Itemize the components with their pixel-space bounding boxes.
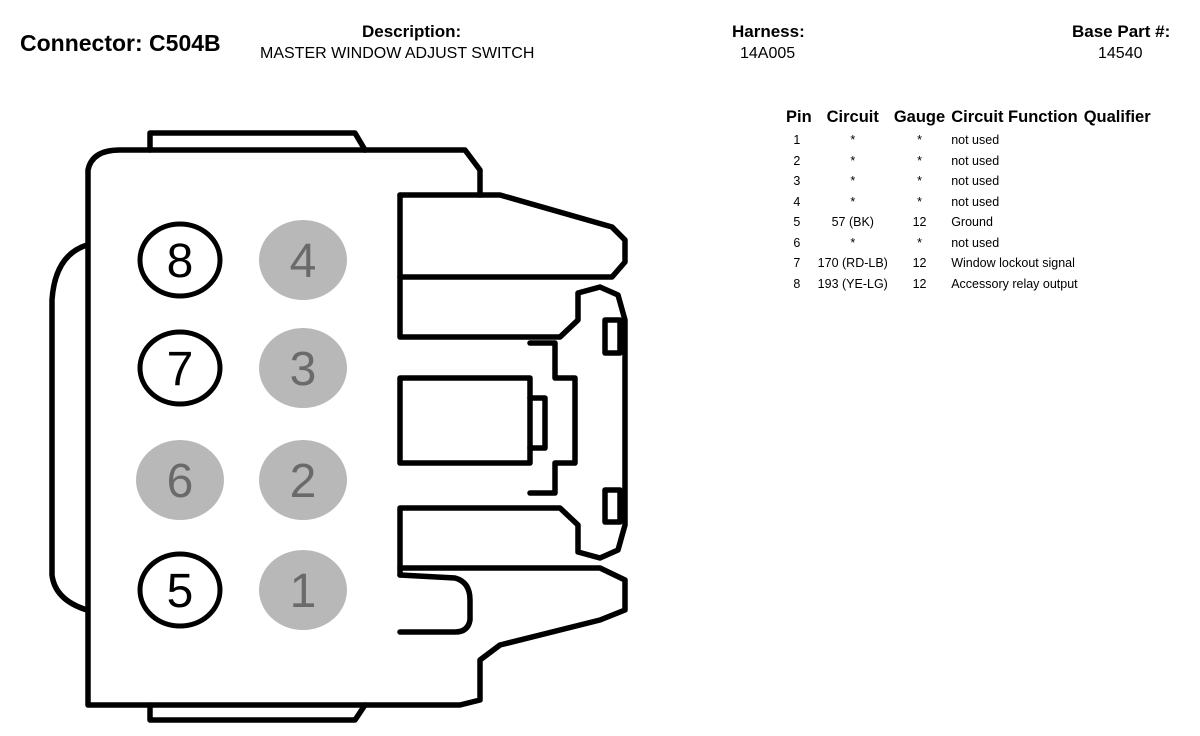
circuit-cell: 193 (YE-LG) xyxy=(817,276,888,291)
pin-cavity-5: 5 xyxy=(137,551,223,629)
table-row: 3 * * not used xyxy=(783,171,1154,192)
function-cell: not used xyxy=(951,194,1000,209)
function-cell: not used xyxy=(951,174,1000,188)
gauge-cell: 12 xyxy=(912,276,927,291)
pin-cavity-8: 8 xyxy=(137,221,223,299)
table-row: 8 193 (YE-LG) 12 Accessory relay output xyxy=(783,274,1154,295)
function-cell: not used xyxy=(951,153,1000,168)
base-part-label: Base Part #: xyxy=(1072,22,1171,41)
pin-circle xyxy=(137,329,223,407)
pin-cell: 3 xyxy=(793,174,801,188)
pin-cell: 7 xyxy=(793,256,801,270)
pin-number: 4 xyxy=(290,235,317,288)
pin-cell: 1 xyxy=(793,133,801,147)
qualifier-cell xyxy=(1081,151,1154,172)
table-row: 6 * * not used xyxy=(783,233,1154,254)
pin-cavity-2: 2 xyxy=(259,440,347,520)
pin-circle xyxy=(259,328,347,408)
circuit-cell: 57 (BK) xyxy=(831,215,874,229)
qualifier-cell xyxy=(1081,233,1154,254)
gauge-cell: 12 xyxy=(912,256,927,270)
header-gauge: Gauge xyxy=(893,108,946,126)
connector-title: Connector: C504B xyxy=(20,30,221,56)
harness-value: 14A005 xyxy=(740,45,796,62)
circuit-cell: * xyxy=(850,235,856,250)
pin-circle xyxy=(259,440,347,520)
pin-number: 8 xyxy=(167,235,194,288)
pin-number: 2 xyxy=(290,455,317,508)
base-part-value: 14540 xyxy=(1098,45,1143,62)
pin-circle xyxy=(137,551,223,629)
pin-number: 7 xyxy=(167,343,194,396)
pin-circle xyxy=(259,220,347,300)
connector-housing-outline xyxy=(49,130,628,723)
qualifier-cell xyxy=(1081,192,1154,213)
pin-number: 3 xyxy=(290,343,317,396)
pin-grid: 8 4 7 3 6 2 5 1 xyxy=(136,220,347,630)
qualifier-cell xyxy=(1081,171,1154,192)
pin-cavity-7: 7 xyxy=(137,329,223,407)
pin-circle xyxy=(259,550,347,630)
pin-cell: 6 xyxy=(793,235,801,250)
gauge-cell: * xyxy=(917,133,922,147)
circuit-cell: * xyxy=(850,194,856,209)
gauge-cell: * xyxy=(917,174,922,188)
function-cell: not used xyxy=(951,235,1000,250)
pin-table-header: Pin Circuit Gauge Circuit Function Quali… xyxy=(783,108,1154,130)
gauge-cell: 12 xyxy=(912,215,927,229)
function-cell: Ground xyxy=(951,215,993,229)
qualifier-cell xyxy=(1081,274,1154,295)
qualifier-cell xyxy=(1081,253,1154,274)
table-row: 7 170 (RD-LB) 12 Window lockout signal xyxy=(783,253,1154,274)
table-row: 5 57 (BK) 12 Ground xyxy=(783,212,1154,233)
pin-cell: 2 xyxy=(793,153,801,168)
qualifier-cell xyxy=(1081,130,1154,151)
gauge-cell: * xyxy=(917,194,922,209)
gauge-cell: * xyxy=(917,235,922,250)
description-value: MASTER WINDOW ADJUST SWITCH xyxy=(260,45,535,62)
pin-number: 5 xyxy=(167,565,194,618)
header-circuit-function: Circuit Function xyxy=(951,108,1078,126)
description-label: Description: xyxy=(362,22,462,41)
circuit-cell: 170 (RD-LB) xyxy=(817,256,888,270)
connector-diagram: 8 4 7 3 6 2 5 1 xyxy=(49,130,628,723)
pin-number: 6 xyxy=(167,455,194,508)
qualifier-cell xyxy=(1081,212,1154,233)
header-circuit: Circuit xyxy=(826,108,879,126)
function-cell: not used xyxy=(951,133,1000,147)
gauge-cell: * xyxy=(917,153,922,168)
pin-cavity-4: 4 xyxy=(259,220,347,300)
header-pin: Pin xyxy=(786,108,812,126)
pin-cavity-3: 3 xyxy=(259,328,347,408)
function-cell: Window lockout signal xyxy=(951,256,1075,270)
harness-label: Harness: xyxy=(732,22,805,41)
pin-cell: 5 xyxy=(793,215,801,229)
table-row: 1 * * not used xyxy=(783,130,1154,151)
pin-table: Pin Circuit Gauge Circuit Function Quali… xyxy=(783,108,1154,294)
pin-cell: 4 xyxy=(793,194,801,209)
circuit-cell: * xyxy=(850,153,856,168)
circuit-cell: * xyxy=(850,174,856,188)
function-cell: Accessory relay output xyxy=(951,276,1078,291)
pin-number: 1 xyxy=(290,565,317,618)
pin-cavity-1: 1 xyxy=(259,550,347,630)
pin-cell: 8 xyxy=(793,276,801,291)
table-row: 2 * * not used xyxy=(783,151,1154,172)
pin-cavity-6: 6 xyxy=(136,440,224,520)
pin-circle xyxy=(137,221,223,299)
circuit-cell: * xyxy=(850,133,856,147)
header-qualifier: Qualifier xyxy=(1083,108,1151,126)
pin-circle xyxy=(136,440,224,520)
table-row: 4 * * not used xyxy=(783,192,1154,213)
